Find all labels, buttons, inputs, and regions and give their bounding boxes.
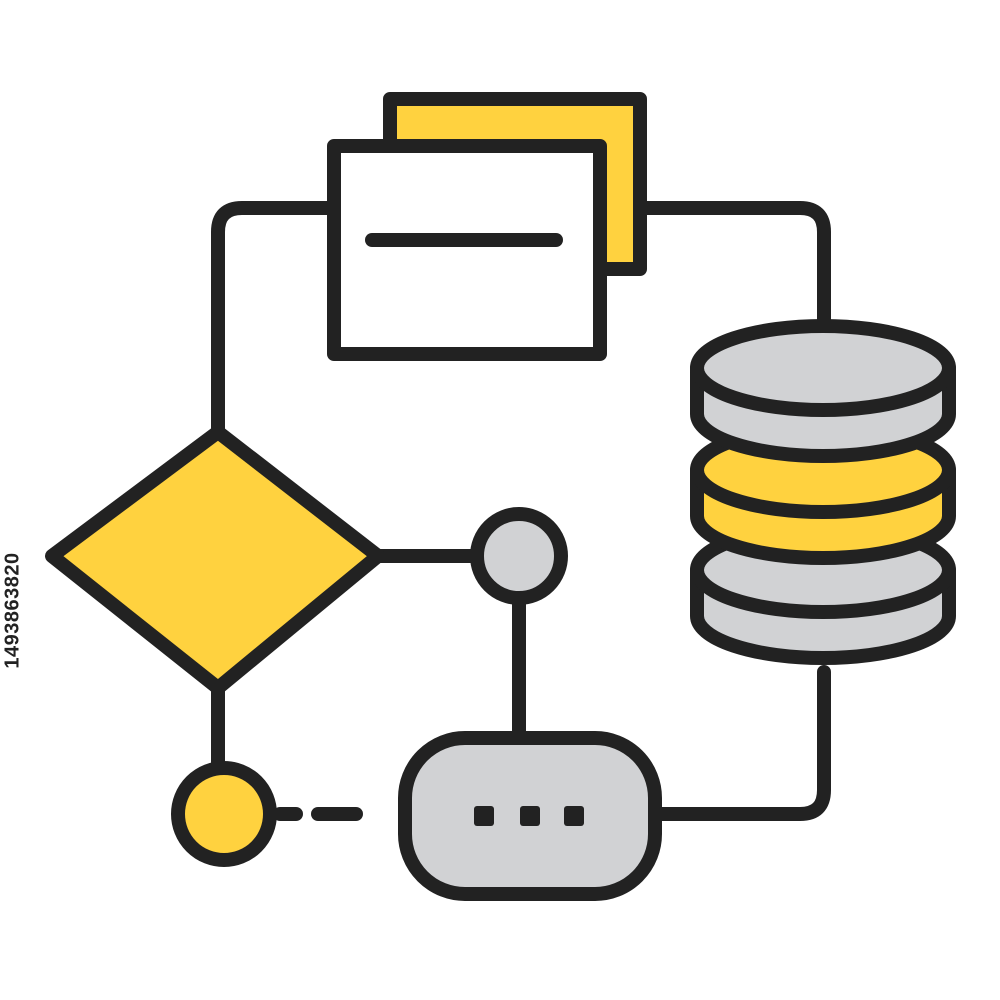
ellipsis-dot-3 bbox=[564, 806, 584, 826]
ellipsis-dot-2 bbox=[520, 806, 540, 826]
ellipsis-dot-1 bbox=[474, 806, 494, 826]
document-stack-icon bbox=[327, 92, 647, 361]
document-front-sheet bbox=[327, 139, 607, 361]
image-id-text: 1493863820 bbox=[1, 551, 24, 669]
database-icon bbox=[690, 319, 956, 665]
line-document-to-database bbox=[633, 201, 831, 327]
connector-lines bbox=[211, 201, 831, 821]
terminal-circle-icon bbox=[171, 761, 277, 867]
database-disk-top-cap bbox=[690, 319, 956, 417]
line-diamond-to-document bbox=[211, 201, 341, 439]
connector-node-icon bbox=[470, 507, 568, 605]
process-pill-icon bbox=[398, 731, 662, 901]
decision-diamond-icon bbox=[45, 425, 385, 695]
image-id-label: 1493863820 bbox=[2, 500, 24, 720]
line-database-to-process bbox=[649, 665, 831, 821]
